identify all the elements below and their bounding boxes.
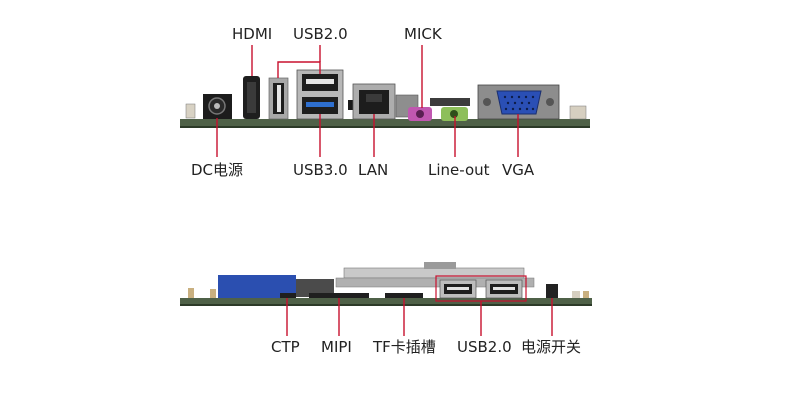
power-switch xyxy=(546,284,558,298)
label-usb20-top: USB2.0 xyxy=(293,25,348,43)
mic-jack xyxy=(408,107,432,121)
bottom-pcb xyxy=(180,298,592,305)
leader-lines xyxy=(216,45,553,336)
label-mick: MICK xyxy=(404,25,442,43)
label-ctp: CTP xyxy=(271,338,300,356)
top-board xyxy=(180,69,590,128)
tf-slot xyxy=(385,293,423,298)
label-usb20-bottom: USB2.0 xyxy=(457,338,512,356)
label-usb30: USB3.0 xyxy=(293,161,348,179)
label-lineout: Line-out xyxy=(428,161,490,179)
hdmi-port xyxy=(243,76,260,119)
line-out-jack xyxy=(441,107,468,121)
top-pcb xyxy=(180,119,590,127)
dc-jack xyxy=(203,94,232,119)
leader-usb20-top xyxy=(277,61,321,78)
usb20-vertical-port xyxy=(268,77,289,120)
label-vga: VGA xyxy=(502,161,535,179)
label-hdmi: HDMI xyxy=(232,25,273,43)
label-dc: DC电源 xyxy=(191,161,244,179)
vga-port xyxy=(477,84,560,120)
label-lan: LAN xyxy=(358,161,389,179)
mipi-connector xyxy=(309,293,369,298)
usb20-pair xyxy=(439,279,523,299)
label-power-switch: 电源开关 xyxy=(521,338,582,356)
lan-port xyxy=(352,83,396,120)
usb-stack xyxy=(296,69,344,120)
ctp-connector xyxy=(280,293,296,298)
label-mipi: MIPI xyxy=(321,338,352,356)
bottom-board xyxy=(180,262,592,306)
label-tf: TF卡插槽 xyxy=(373,338,436,356)
